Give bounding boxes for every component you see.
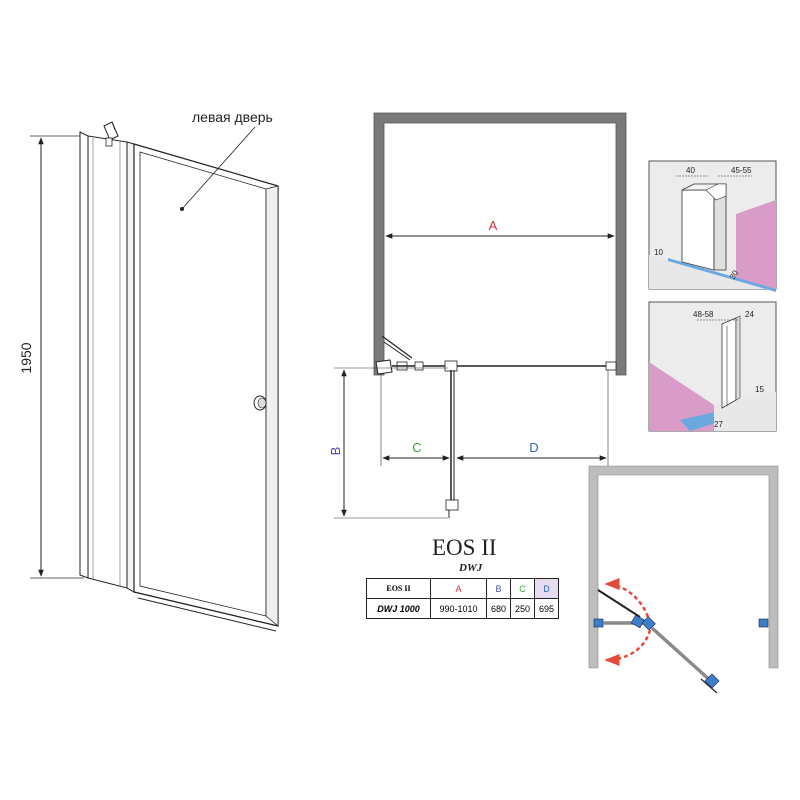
- door-panel: [133, 143, 279, 627]
- door-knob-icon: [253, 395, 267, 411]
- profile-detail-top: 40 45-55 10 30: [648, 160, 777, 292]
- spec-header-model: EOS II: [366, 578, 431, 599]
- door-leader-line: [181, 126, 256, 210]
- profile-detail-bottom: 48-58 24 15 27: [648, 301, 777, 432]
- spec-table-header: EOS II A B C D: [366, 578, 559, 599]
- product-subtitle: DWJ: [459, 562, 483, 574]
- spec-header-c: C: [510, 578, 535, 599]
- spec-table-row: DWJ 1000 990-1010 680 250 695: [366, 598, 559, 619]
- spec-header-a: A: [430, 578, 487, 599]
- detail-top-gap: 10: [654, 248, 663, 257]
- swing-outward-arrow: [604, 629, 652, 666]
- swing-inward-arrow: [604, 578, 650, 618]
- spec-table: EOS II A B C D DWJ 1000 990-1010 680 250…: [366, 578, 559, 619]
- spec-header-b: B: [486, 578, 511, 599]
- dimension-a-label: A: [489, 218, 498, 233]
- swing-diagram: [588, 465, 779, 694]
- height-dimension-label: 1950: [18, 342, 34, 373]
- spec-header-d: D: [534, 578, 559, 599]
- plan-view: A B C D: [328, 112, 627, 519]
- spec-cell-d: 695: [534, 598, 559, 619]
- dimension-d-label: D: [529, 440, 538, 455]
- door-label: левая дверь: [192, 109, 273, 125]
- detail-bottom-w2: 24: [745, 310, 754, 319]
- spec-cell-model: DWJ 1000: [366, 598, 431, 619]
- spec-cell-c: 250: [510, 598, 535, 619]
- dimension-b-label: B: [328, 447, 343, 456]
- detail-bottom-w1: 48-58: [693, 310, 714, 319]
- spec-cell-b: 680: [486, 598, 511, 619]
- wall-outline: [373, 112, 627, 376]
- product-title: EOS II: [432, 535, 497, 560]
- detail-bottom-depth: 27: [714, 420, 723, 429]
- detail-bottom-gap: 15: [755, 385, 764, 394]
- detail-top-w2: 45-55: [731, 166, 752, 175]
- spec-cell-a: 990-1010: [430, 598, 487, 619]
- front-elevation: 1950 левая дверь: [18, 109, 279, 632]
- fixed-panel: [87, 135, 128, 589]
- detail-top-w1: 40: [686, 166, 695, 175]
- hinge-bracket-icon: [103, 121, 119, 147]
- dimension-c-label: C: [412, 440, 421, 455]
